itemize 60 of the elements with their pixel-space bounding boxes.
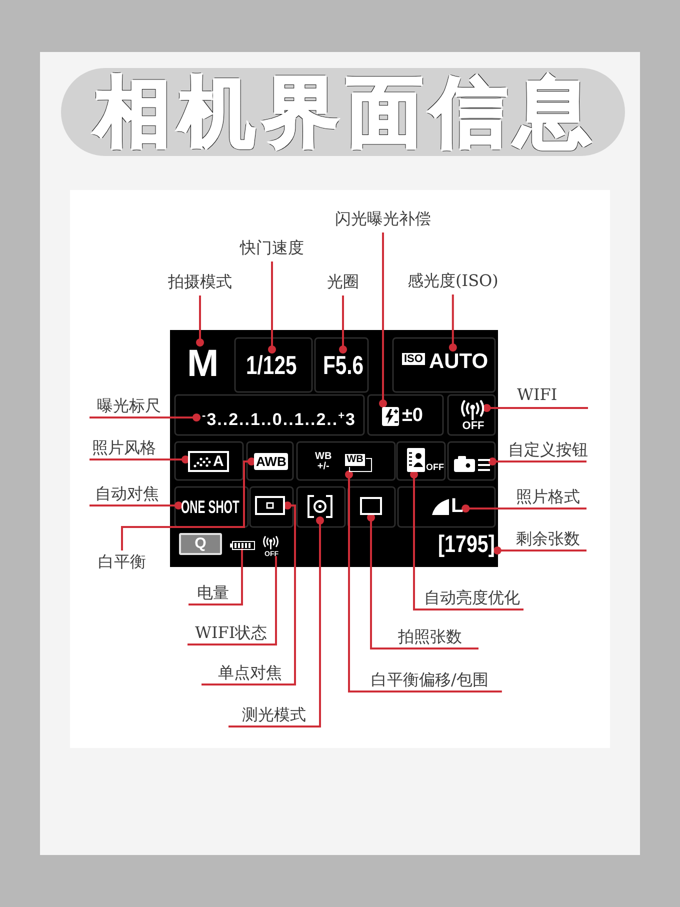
wireless-status-text: OFF xyxy=(462,421,484,432)
callout-label: 单点对焦 xyxy=(200,664,282,686)
bracketed-circle-icon xyxy=(307,495,333,518)
camera-menu-icon xyxy=(454,455,490,472)
callout-label: 照片格式 xyxy=(516,488,588,510)
callout-label: 光圈 xyxy=(327,273,359,297)
callout-label: 白平衡偏移/包围 xyxy=(371,671,504,693)
callout-label: 自动亮度优化 xyxy=(424,589,525,611)
callout-label: 白平衡 xyxy=(98,549,146,571)
leader-line xyxy=(196,296,204,346)
leader-line xyxy=(488,458,586,466)
callout-label: 拍摄模式 xyxy=(168,273,232,297)
callout-label: 测光模式 xyxy=(227,706,306,728)
picture-style-frame xyxy=(188,451,229,472)
callout-label: 曝光标尺 xyxy=(88,397,161,419)
frame-outline-icon xyxy=(360,497,382,515)
iso-tag: ISO xyxy=(402,353,425,365)
leader-line xyxy=(202,502,296,686)
callout-label: 闪光曝光补偿 xyxy=(335,210,431,234)
callout-label: WIFI xyxy=(517,386,588,409)
leader-line xyxy=(345,470,502,692)
battery-icon xyxy=(230,541,255,550)
leader-line xyxy=(268,262,276,354)
awb-indicator: AWB xyxy=(254,453,288,470)
style-letter: A xyxy=(213,454,224,469)
leader-line xyxy=(188,556,277,646)
leader-line xyxy=(188,548,243,606)
mode-letter: M xyxy=(187,345,219,383)
wb-bracket-label: WB xyxy=(344,452,372,472)
callout-label: 自定义按钮 xyxy=(508,441,588,463)
callout-label: WIFI状态 xyxy=(186,624,268,646)
leader-line xyxy=(90,414,200,422)
callout-label: 电量 xyxy=(187,584,229,606)
wb-shift-label: WB +/- xyxy=(315,452,332,472)
image-size-letter: L xyxy=(451,498,464,515)
callout-label: 拍照张数 xyxy=(398,628,480,650)
quick-menu-key: Q xyxy=(179,533,222,555)
leader-line xyxy=(367,514,478,650)
title-banner: 相机界面信息 xyxy=(61,68,625,156)
iso-value: AUTO xyxy=(428,350,488,374)
shots-remaining-readout: [1795] xyxy=(438,533,495,557)
callout-label: 照片风格 xyxy=(88,439,156,461)
lighting-status-text: OFF xyxy=(426,463,444,472)
leader-line xyxy=(379,232,387,408)
leader-line xyxy=(339,296,347,354)
callout-label: 剩余张数 xyxy=(516,530,588,552)
leader-line xyxy=(462,504,586,512)
target-frame-icon xyxy=(255,496,285,515)
leader-line xyxy=(121,458,256,550)
leader-line xyxy=(90,502,182,510)
leader-line xyxy=(410,470,524,610)
leader-line xyxy=(90,456,190,464)
callout-label: 快门速度 xyxy=(240,239,304,263)
leader-line xyxy=(482,404,518,412)
leader-line xyxy=(493,546,586,554)
leader-line xyxy=(228,516,324,728)
callout-label: 感光度(ISO) xyxy=(408,272,498,296)
flash-compensation-value: ±0 xyxy=(402,406,423,426)
leader-line xyxy=(448,294,457,352)
callout-label: 自动对焦 xyxy=(88,485,159,507)
